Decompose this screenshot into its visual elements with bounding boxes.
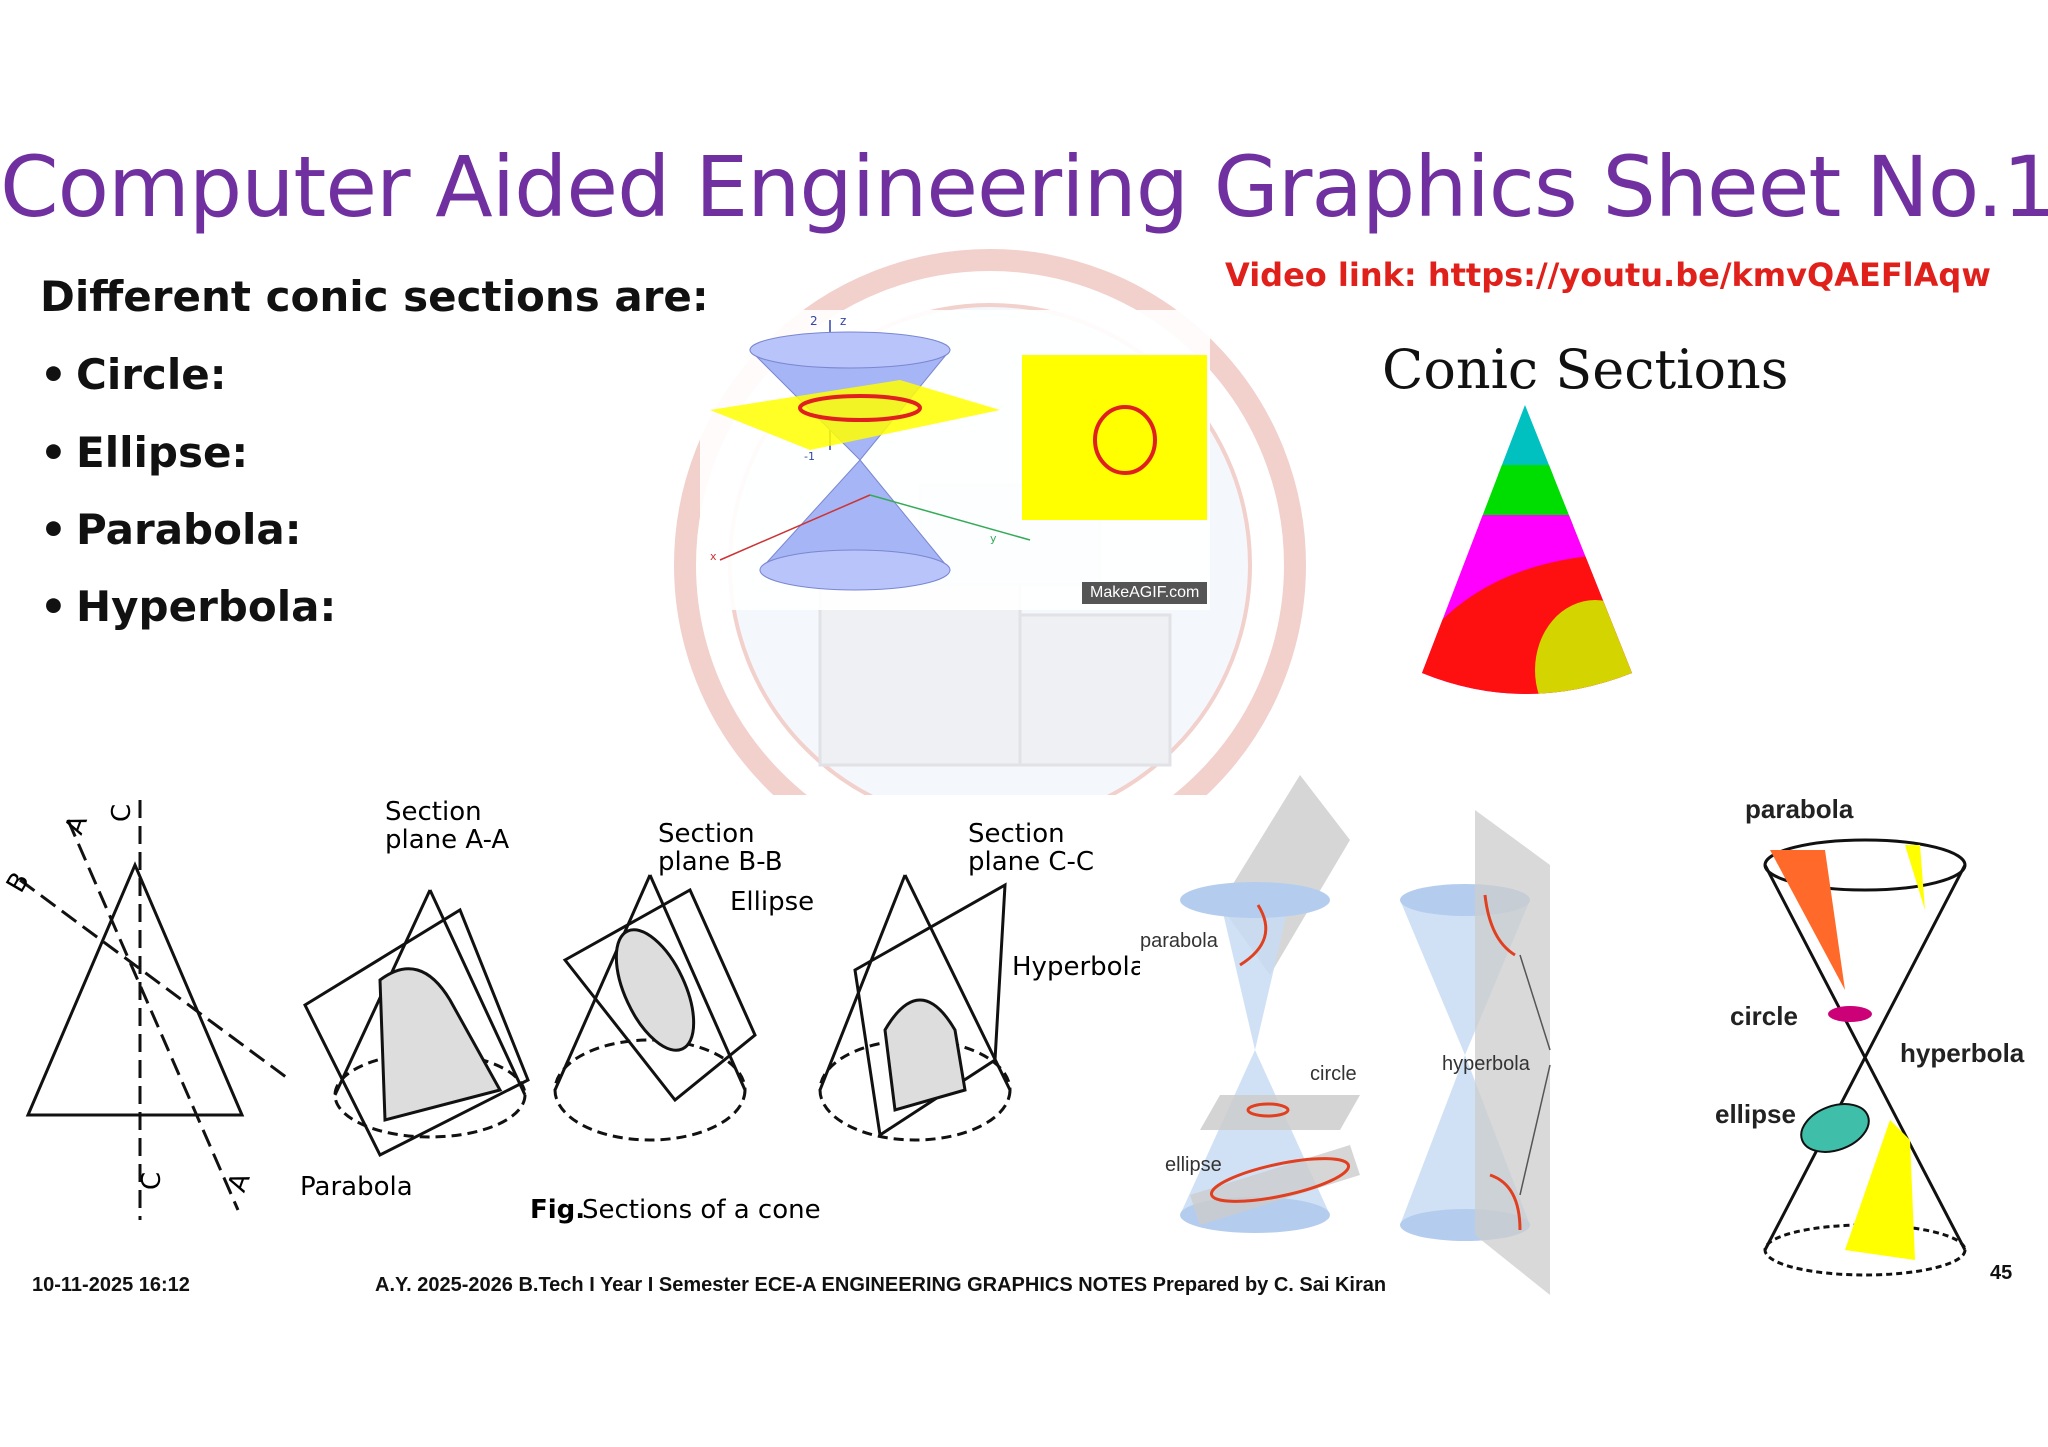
svg-text:C: C bbox=[107, 804, 137, 822]
colored-cone bbox=[1422, 405, 1632, 694]
footer-date: 10-11-2025 16:12 bbox=[32, 1274, 190, 1296]
bullet-hyperbola: •Hyperbola: bbox=[40, 582, 337, 631]
bullet-ellipse: •Ellipse: bbox=[40, 428, 249, 477]
svg-text:-1: -1 bbox=[804, 450, 815, 463]
svg-text:Sections of a cone: Sections of a cone bbox=[582, 1195, 821, 1225]
svg-text:circle: circle bbox=[1730, 1001, 1798, 1031]
svg-text:parabola: parabola bbox=[1140, 930, 1219, 952]
svg-text:Section: Section bbox=[658, 819, 755, 849]
svg-text:x: x bbox=[710, 550, 717, 563]
svg-text:Hyperbola: Hyperbola bbox=[1012, 952, 1140, 982]
svg-text:y: y bbox=[990, 532, 997, 545]
svg-text:plane C-C: plane C-C bbox=[968, 847, 1094, 877]
svg-text:hyperbola: hyperbola bbox=[1442, 1053, 1531, 1075]
intro-text: Different conic sections are: bbox=[40, 272, 709, 321]
double-cone-sections: parabola circle hyperbola ellipse bbox=[1715, 794, 2025, 1277]
video-link[interactable]: Video link: https://youtu.be/kmvQAEFlAqw bbox=[1225, 256, 1991, 294]
gif-watermark: MakeAGIF.com bbox=[1082, 582, 1208, 604]
svg-text:Section: Section bbox=[385, 797, 482, 827]
svg-text:hyperbola: hyperbola bbox=[1900, 1038, 2025, 1068]
svg-text:ellipse: ellipse bbox=[1165, 1154, 1222, 1176]
slide-title: Computer Aided Engineering Graphics Shee… bbox=[0, 138, 2048, 236]
svg-text:circle: circle bbox=[1310, 1063, 1357, 1085]
conic-sections-title: Conic Sections bbox=[1382, 338, 1789, 401]
svg-text:z: z bbox=[840, 314, 846, 328]
cone-sections-diagram: B A C C A Section plane A-A Parabola Sec… bbox=[1, 797, 1140, 1225]
label-parabola: Parabola bbox=[300, 1172, 413, 1202]
svg-text:Section: Section bbox=[968, 819, 1065, 849]
svg-text:Fig.: Fig. bbox=[530, 1195, 585, 1225]
svg-text:B: B bbox=[1, 867, 36, 897]
bullet-circle: •Circle: bbox=[40, 350, 227, 399]
page-number: 45 bbox=[1990, 1262, 2013, 1284]
double-cone-plot: 2 z 1 -1 x y bbox=[700, 310, 1210, 610]
svg-text:parabola: parabola bbox=[1745, 794, 1854, 824]
svg-text:Ellipse: Ellipse bbox=[730, 887, 814, 917]
svg-text:ellipse: ellipse bbox=[1715, 1099, 1796, 1129]
conic-planes-diagram: parabola circle ellipse hyperbola bbox=[1140, 775, 1551, 1295]
svg-text:A: A bbox=[222, 1169, 256, 1196]
svg-text:A: A bbox=[60, 811, 94, 838]
svg-text:2: 2 bbox=[810, 314, 818, 328]
svg-text:C: C bbox=[137, 1172, 167, 1190]
svg-text:plane B-B: plane B-B bbox=[658, 847, 783, 877]
bullet-parabola: •Parabola: bbox=[40, 505, 302, 554]
footer-notes: A.Y. 2025-2026 B.Tech I Year I Semester … bbox=[375, 1274, 1387, 1296]
svg-text:plane A-A: plane A-A bbox=[385, 825, 509, 855]
